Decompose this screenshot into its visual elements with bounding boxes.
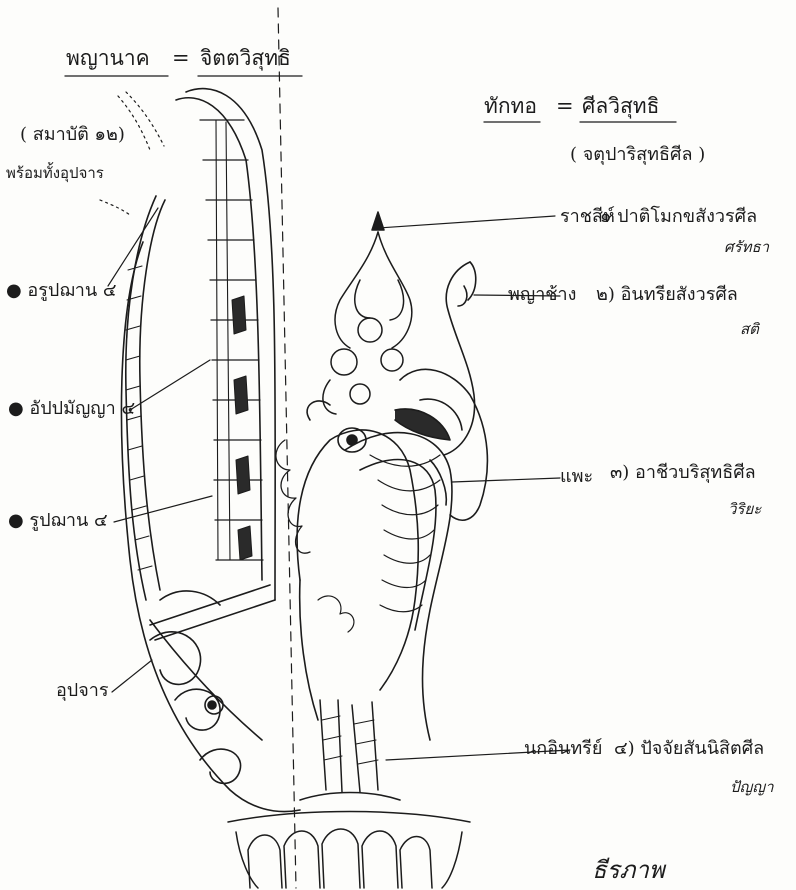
part-goat: แพะ — [560, 468, 593, 486]
takthor-term: ทักทอ — [484, 96, 537, 117]
precept-4: ๔) ปัจจัยสันนิสิตศีล — [614, 740, 764, 758]
rupa-jhana-label: ● รูปฌาน ๔ — [8, 512, 108, 530]
samapatti-label: ( สมาบัติ ๑๒) — [20, 126, 125, 144]
artist-signature: ธีรภาพ — [592, 858, 665, 882]
faculty-4: ปัญญา — [730, 780, 774, 795]
naga-term: พญานาค — [66, 48, 150, 69]
faculty-1: ศรัทธา — [724, 240, 769, 255]
takthor-value: ศีลวิสุทธิ — [582, 96, 659, 117]
leader-appamanna — [130, 360, 210, 410]
center-dashed-line — [278, 8, 296, 888]
lotus-pedestal — [228, 812, 470, 889]
part-elephant: พญาช้าง — [508, 286, 576, 304]
precept-2: ๒) อินทรียสังวรศีล — [596, 286, 738, 304]
faculty-3: วิริยะ — [728, 502, 761, 517]
takthor-subtitle: ( จตุปาริสุทธิศีล ) — [570, 146, 705, 164]
leader-lion — [378, 216, 555, 228]
faculty-2: สติ — [740, 322, 759, 337]
creature-body — [276, 430, 452, 800]
leader-goat — [452, 478, 560, 482]
precept-3: ๓) อาชีวบริสุทธิศีล — [610, 464, 756, 482]
naga-value: จิตตวิสุทธิ — [200, 48, 291, 69]
precept-1: ๑ ปาติโมกขสังวรศีล — [600, 208, 757, 226]
part-bird: นกอินทรีย์ — [524, 740, 602, 758]
naga-equals: = — [172, 48, 190, 69]
takthor-equals: = — [556, 96, 574, 117]
leader-lines — [100, 92, 570, 760]
leader-upajara — [112, 660, 152, 692]
arupa-jhana-label: ● อรูปฌาน ๔ — [6, 282, 116, 300]
tail-plume — [121, 89, 300, 812]
samapatti-note: พร้อมทั้งอุปจาร — [6, 166, 104, 181]
appamanna-label: ● อัปปมัญญา ๔ — [8, 400, 135, 418]
leader-rupa — [114, 496, 212, 522]
upajara-label: อุปจาร — [56, 682, 109, 700]
lion-crest — [323, 212, 412, 414]
